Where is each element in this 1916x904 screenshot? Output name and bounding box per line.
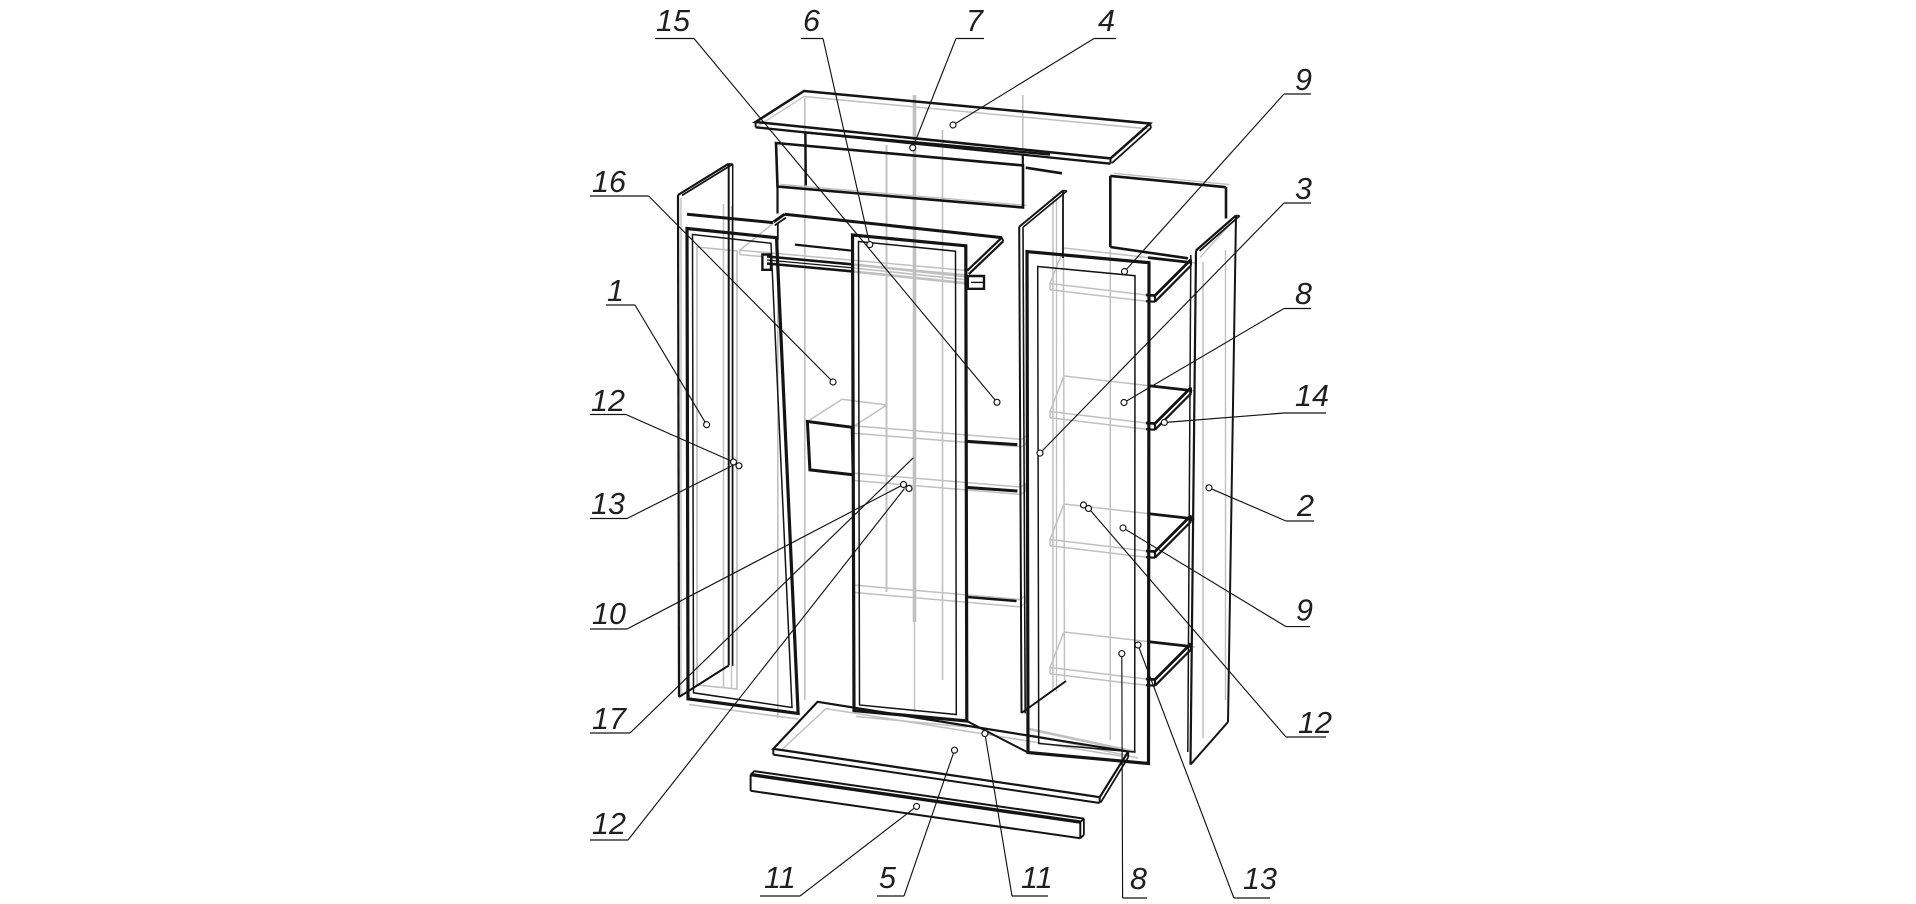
svg-text:14: 14 [1295, 379, 1329, 413]
svg-text:9: 9 [1295, 63, 1312, 97]
svg-text:13: 13 [1243, 862, 1277, 896]
svg-text:9: 9 [1296, 594, 1313, 628]
svg-text:13: 13 [591, 487, 625, 521]
svg-text:16: 16 [592, 165, 626, 199]
svg-text:8: 8 [1295, 277, 1312, 311]
svg-text:15: 15 [656, 4, 691, 38]
svg-text:5: 5 [879, 861, 897, 895]
svg-text:12: 12 [1298, 706, 1332, 740]
svg-text:2: 2 [1296, 489, 1314, 523]
svg-text:6: 6 [803, 4, 820, 38]
svg-text:8: 8 [1130, 862, 1147, 896]
svg-text:10: 10 [592, 597, 626, 631]
svg-text:1: 1 [607, 274, 624, 308]
svg-text:11: 11 [764, 861, 796, 895]
svg-text:3: 3 [1295, 172, 1312, 206]
svg-text:7: 7 [966, 4, 984, 38]
svg-text:4: 4 [1098, 4, 1115, 38]
svg-text:17: 17 [592, 702, 627, 736]
svg-text:11: 11 [1021, 861, 1053, 895]
svg-text:12: 12 [592, 807, 626, 841]
svg-text:12: 12 [591, 384, 625, 418]
